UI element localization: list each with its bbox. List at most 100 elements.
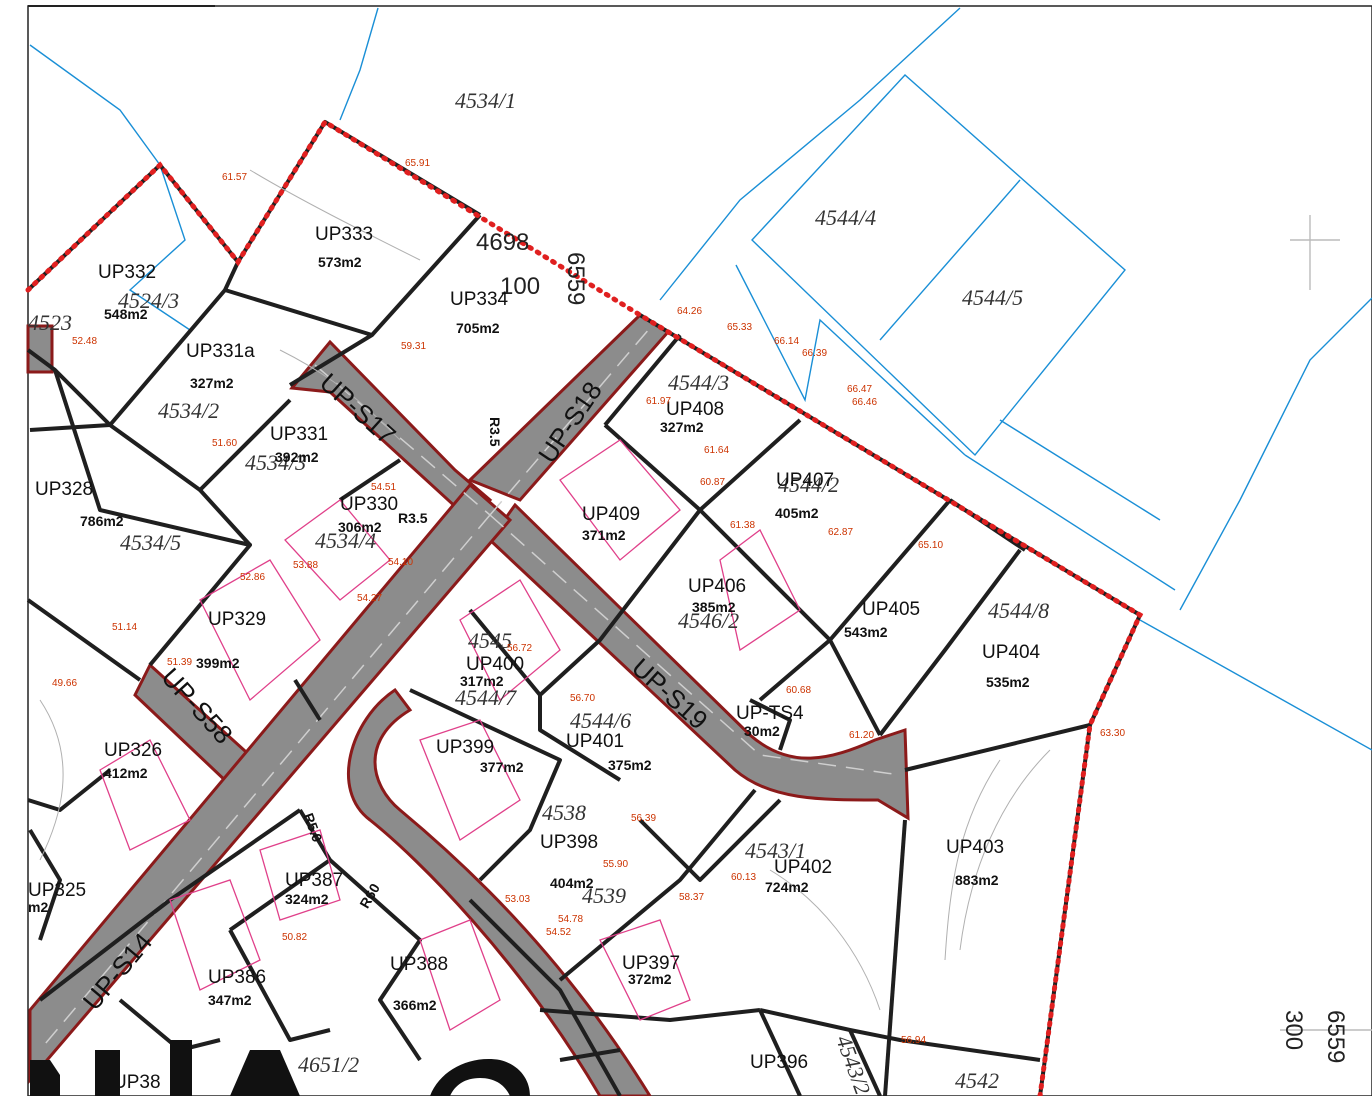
plot-up406[interactable]: UP406 385m2 [688,576,746,615]
plot-area: 724m2 [765,879,809,895]
plot-name: UP404 [982,642,1041,663]
plot-area: 327m2 [660,419,704,435]
elevation: 58.37 [679,892,704,903]
plot-up334[interactable]: UP334 705m2 [450,289,509,336]
plot-area: 412m2 [104,765,148,781]
elevation: 66.47 [847,384,872,395]
grid-number: 4698 [476,229,529,256]
elevation-points: 61.57 65.91 64.26 65.33 66.14 66.39 66.4… [52,158,1125,1046]
road-code: R3.5 [487,417,503,447]
plot-up403[interactable]: UP403 883m2 [946,837,1004,888]
road-upS19 [488,502,910,821]
elevation: 61.57 [222,172,247,183]
plot-area: 30m2 [744,723,780,739]
plot-up330[interactable]: UP330 306m2 [338,494,398,535]
plot-name: UP409 [582,504,640,525]
plot-up329[interactable]: UP329 399m2 [196,609,266,671]
plot-name: UP398 [540,832,598,853]
plot-up408[interactable]: UP408 327m2 [660,399,724,435]
elevation: 51.39 [167,657,192,668]
plot-area: 317m2 [460,673,504,689]
plot-up328[interactable]: UP328 786m2 [35,479,124,529]
plot-up326[interactable]: UP326 412m2 [104,740,162,781]
cadastral-number-labels: 4534/1 4544/4 4544/5 4524/3 4523 4534/2 … [28,88,1049,1096]
plot-area: 399m2 [196,655,240,671]
plot-name: UP330 [340,494,398,515]
plot-area: 535m2 [986,674,1030,690]
cadastral-number: 4539 [582,883,626,908]
plot-name: UP397 [622,953,680,974]
elevation: 64.26 [677,306,702,317]
plot-area: 404m2 [550,875,594,891]
plot-up398[interactable]: UP398 404m2 [540,832,598,891]
elevation: 66.46 [852,397,877,408]
contour-lines [39,169,1051,1011]
cadastral-number: 4534/3 [245,450,306,475]
elevation: 52.48 [72,336,97,347]
road-stub-west [26,324,54,374]
elevation: 53.03 [505,894,530,905]
cadastral-number: 4545 [468,628,512,653]
plot-name: UP388 [390,954,448,975]
plot-area: 405m2 [775,505,819,521]
plot-up396[interactable]: UP396 [750,1052,808,1073]
elevation: 50.82 [282,932,307,943]
road-network [26,313,910,1096]
elevation: 56.70 [570,693,595,704]
plot-name: UP396 [750,1052,808,1073]
elevation: 55.90 [603,859,628,870]
plot-name: UP328 [35,479,93,500]
plot-up404[interactable]: UP404 535m2 [982,642,1041,690]
plot-area: 372m2 [628,971,672,987]
elevation: 65.10 [918,540,943,551]
plot-area: 306m2 [338,519,382,535]
cadastral-number: 4651/2 [298,1052,359,1077]
plot-up331[interactable]: UP331 392m2 [270,424,328,465]
plot-up331a[interactable]: UP331a 327m2 [186,341,255,391]
plot-up332[interactable]: UP332 548m2 [98,262,156,322]
grid-number: 100 [500,273,540,300]
elevation: 54.27 [357,593,382,604]
plot-up409[interactable]: UP409 371m2 [582,504,640,543]
plot-up386[interactable]: UP386 347m2 [208,967,266,1008]
plot-up388[interactable]: UP388 366m2 [390,954,448,1013]
plot-up325[interactable]: UP325 m2 [28,880,86,915]
cadastral-number: 4546/2 [678,608,739,633]
cadastral-number: 4544/5 [962,285,1023,310]
elevation: 51.14 [112,622,137,633]
cadastral-number: 4544/8 [988,598,1049,623]
elevation: 65.33 [727,322,752,333]
plot-up397[interactable]: UP397 372m2 [622,953,680,987]
plot-up407[interactable]: UP407 405m2 [775,470,834,521]
plot-name: UP329 [208,609,266,630]
plot-area: 371m2 [582,527,626,543]
elevation: 54.10 [388,557,413,568]
elevation: 61.64 [704,445,729,456]
cadastral-number: 4534/5 [120,530,181,555]
plot-name: UP399 [436,737,494,758]
cadastral-number: 4534/1 [455,88,516,113]
plot-up387[interactable]: UP387 324m2 [285,870,343,907]
cadastral-number: 4544/4 [815,205,876,230]
plot-up400[interactable]: UP400 317m2 [460,654,524,689]
plot-name: UP331 [270,424,328,445]
margin-number: 6559 [1322,1010,1349,1063]
elevation: 61.97 [646,396,671,407]
plot-up38[interactable]: UP38 [113,1072,161,1093]
elevation: 53.88 [293,560,318,571]
cadastral-number: 4544/7 [455,685,517,710]
cadastral-number: 4544/3 [668,370,729,395]
plot-up399[interactable]: UP399 377m2 [436,737,524,775]
plot-up405[interactable]: UP405 543m2 [844,599,920,640]
plot-area: 543m2 [844,624,888,640]
elevation: 54.78 [558,914,583,925]
plot-upts4[interactable]: UP-TS4 30m2 [736,703,804,739]
plot-up402[interactable]: UP402 724m2 [765,857,832,895]
plot-name: UP402 [774,857,832,878]
plot-up401[interactable]: UP401 375m2 [566,731,652,773]
plot-up333[interactable]: UP333 573m2 [315,224,373,270]
plot-name: UP403 [946,837,1004,858]
building-outlines [99,439,801,1031]
plot-area: m2 [28,899,48,915]
